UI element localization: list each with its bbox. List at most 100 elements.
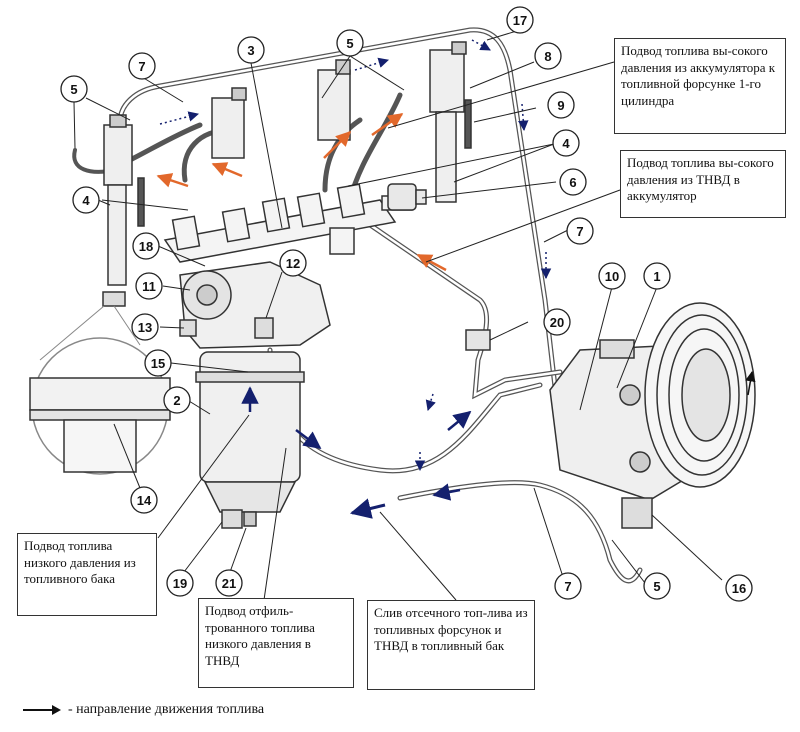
legend-text: - направление движения топлива xyxy=(68,702,265,717)
callout-4b: 4 xyxy=(562,136,570,151)
pump-pulley xyxy=(644,302,756,488)
note-hp-to-injector-text: Подвод топлива вы-сокого давления из акк… xyxy=(621,43,776,108)
callout-7b-circle xyxy=(566,217,594,245)
callout-1: 1 xyxy=(653,269,660,284)
callout-19-circle xyxy=(166,569,194,597)
callout-12: 12 xyxy=(286,256,300,271)
note-return-to-tank-text: Слив отсечного топ-лива из топливных фор… xyxy=(374,605,528,654)
callout-21: 21 xyxy=(222,576,236,591)
dotted-arrow-top-2 xyxy=(354,57,390,71)
dotted-arrow-down-3 xyxy=(425,393,436,412)
dotted-arrow-top-1 xyxy=(159,111,200,125)
callout-9-circle xyxy=(547,91,575,119)
hp-line-pump-rail-inner xyxy=(358,216,562,398)
drain-line-bottom xyxy=(397,480,643,584)
callout-13: 13 xyxy=(138,320,152,335)
callout-19: 19 xyxy=(173,576,187,591)
callout-20: 20 xyxy=(550,315,564,330)
return-line-inner-top xyxy=(118,28,562,432)
callout-16: 16 xyxy=(732,581,746,596)
callout-numbers: 7 5 3 5 17 8 9 4 6 7 4 18 11 12 13 15 2 … xyxy=(70,13,746,596)
legend: - направление движения топлива xyxy=(22,702,264,718)
callout-5c: 5 xyxy=(653,579,660,594)
navy-arrow-to-pump xyxy=(295,429,322,450)
callout-2-circle xyxy=(163,386,191,414)
line-clip-20 xyxy=(465,329,491,351)
rail-pressure-sensor xyxy=(387,183,427,211)
callout-11-circle xyxy=(135,272,163,300)
injector-nut xyxy=(102,291,126,307)
common-rail xyxy=(163,183,413,263)
callout-5c-circle xyxy=(643,572,671,600)
callout-17: 17 xyxy=(513,13,527,28)
callout-18-circle xyxy=(132,232,160,260)
callout-12-circle xyxy=(279,249,307,277)
orange-arrow-4 xyxy=(371,112,404,137)
orange-arrow-5 xyxy=(416,253,447,272)
callout-7a: 7 xyxy=(138,59,145,74)
callout-14: 14 xyxy=(137,493,152,508)
callout-15: 15 xyxy=(151,356,165,371)
filter-to-pump-line-inner xyxy=(268,348,542,473)
callout-5a-circle xyxy=(60,75,88,103)
outlet-fitting-12 xyxy=(254,317,274,339)
note-filtered-to-pump: Подвод отфиль-трованного топлива низкого… xyxy=(198,598,354,688)
callout-2: 2 xyxy=(173,393,180,408)
glow-plug-9 xyxy=(464,99,472,149)
glow-plug-left xyxy=(137,177,145,227)
note-return-to-tank: Слив отсечного топ-лива из топливных фор… xyxy=(367,600,535,690)
orange-arrow-3 xyxy=(323,130,352,159)
note-lp-from-tank-text: Подвод топлива низкого давления из топли… xyxy=(24,538,136,587)
hp-line-pump-rail xyxy=(357,215,563,400)
flow-arrows xyxy=(156,39,552,519)
injector-3 xyxy=(317,59,351,141)
drain-line-bottom-inner xyxy=(398,481,642,583)
callout-5a: 5 xyxy=(70,82,77,97)
drain-plug xyxy=(243,511,257,527)
callout-10-circle xyxy=(598,262,626,290)
water-sensor xyxy=(221,509,243,529)
injector-2 xyxy=(211,87,247,159)
callout-3-circle xyxy=(237,36,265,64)
callout-5b-circle xyxy=(336,29,364,57)
callout-7a-circle xyxy=(128,52,156,80)
fuel-filter xyxy=(179,261,331,529)
navy-arrow-return-1 xyxy=(432,483,461,501)
note-hp-to-injector: Подвод топлива вы-сокого давления из акк… xyxy=(614,38,786,134)
orange-arrow-1 xyxy=(156,173,189,188)
callout-5b: 5 xyxy=(346,36,353,51)
callout-7b: 7 xyxy=(576,224,583,239)
callout-6: 6 xyxy=(569,175,576,190)
note-hp-to-rail-text: Подвод топлива вы-сокого давления из ТНВ… xyxy=(627,155,774,204)
leader-lines xyxy=(73,29,723,601)
note-hp-to-rail: Подвод топлива вы-сокого давления из ТНВ… xyxy=(620,150,786,218)
navy-arrow-return-2 xyxy=(349,498,386,519)
injector-1 xyxy=(103,114,133,286)
callout-6-circle xyxy=(559,168,587,196)
callout-circles xyxy=(60,6,753,602)
callout-1-circle xyxy=(643,262,671,290)
navy-arrow-up xyxy=(447,410,472,431)
callout-8: 8 xyxy=(544,49,551,64)
injectors xyxy=(102,41,472,307)
callout-20-circle xyxy=(543,308,571,336)
callout-17-circle xyxy=(506,6,534,34)
dotted-arrow-down-1 xyxy=(518,103,529,132)
callout-18: 18 xyxy=(139,239,153,254)
callout-9: 9 xyxy=(557,98,564,113)
injector-4 xyxy=(429,41,467,203)
callout-8-circle xyxy=(534,42,562,70)
injector-supply-1 xyxy=(127,122,203,163)
dotted-arrow-right xyxy=(471,39,491,51)
callout-3: 3 xyxy=(247,43,254,58)
fuel-metering-valve-16 xyxy=(621,497,653,529)
callout-7c: 7 xyxy=(564,579,571,594)
callout-4b-circle xyxy=(552,129,580,157)
note-lp-from-tank: Подвод топлива низкого давления из топли… xyxy=(17,533,157,616)
callout-7c-circle xyxy=(554,572,582,600)
callout-16-circle xyxy=(725,574,753,602)
note-filtered-to-pump-text: Подвод отфиль-трованного топлива низкого… xyxy=(205,603,315,668)
callout-10: 10 xyxy=(605,269,619,284)
callout-4a-circle xyxy=(72,186,100,214)
